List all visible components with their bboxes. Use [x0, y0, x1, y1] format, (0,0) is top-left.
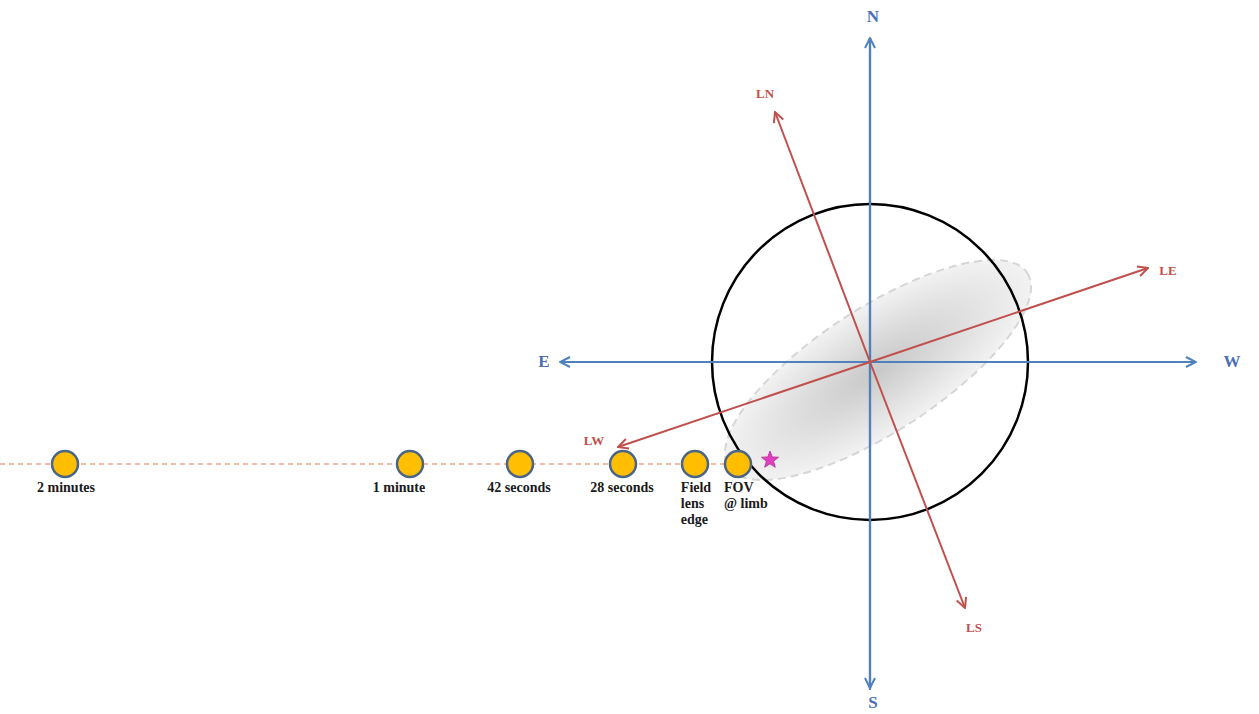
east-axis: [560, 361, 1196, 363]
frame-axis-label: LE: [1159, 263, 1176, 279]
position-dot: [52, 451, 78, 477]
frame-north-arrow: [775, 112, 870, 362]
frame-axis-label: LN: [756, 86, 774, 102]
star-marker: [761, 451, 778, 467]
time-label: Field lens edge: [681, 480, 711, 528]
frame-axis-label: LW: [584, 433, 604, 449]
west-axis: [560, 361, 1196, 363]
compass-label: N: [867, 9, 879, 25]
position-dot: [682, 451, 708, 477]
time-label: 28 seconds: [590, 480, 653, 496]
shaded-region: [695, 221, 1061, 519]
track-line: [0, 463, 760, 465]
position-dot: [507, 451, 533, 477]
time-label: 1 minute: [373, 480, 426, 496]
compass-label: S: [868, 695, 877, 711]
time-label: 2 minutes: [37, 480, 95, 496]
compass-label: E: [538, 354, 549, 370]
position-dot: [725, 451, 751, 477]
compass-label: W: [1224, 354, 1241, 370]
position-dot: [397, 451, 423, 477]
frame-south-arrow: [870, 362, 965, 608]
time-label: FOV @ limb: [724, 480, 769, 512]
position-dot: [610, 451, 636, 477]
time-label: 42 seconds: [487, 480, 550, 496]
frame-east-arrow: [870, 268, 1148, 362]
frame-axis-label: LS: [966, 620, 982, 636]
frame-west-arrow: [618, 362, 870, 447]
